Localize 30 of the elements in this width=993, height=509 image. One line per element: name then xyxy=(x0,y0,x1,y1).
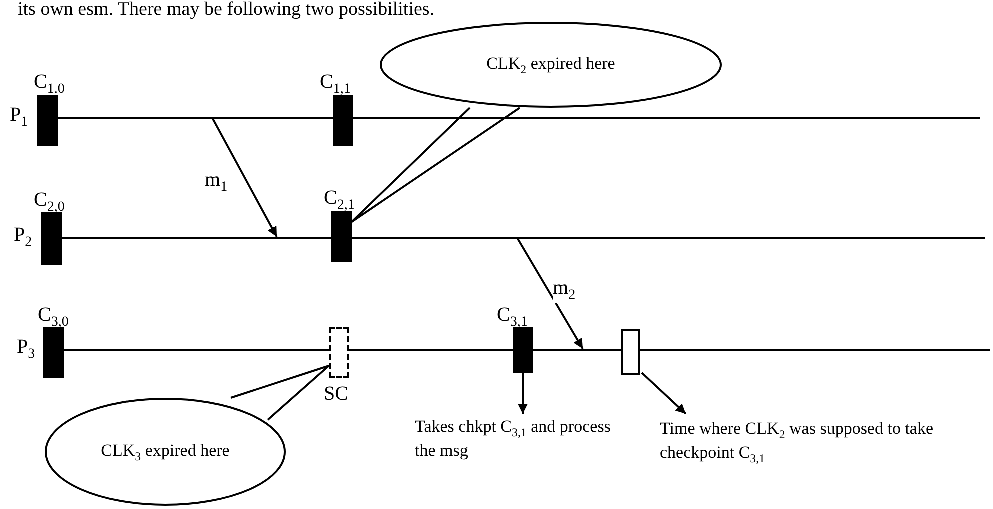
process-label: P$_{1}$ xyxy=(10,105,28,130)
arrow xyxy=(212,118,278,238)
checkpoint-bar xyxy=(37,95,58,146)
checkpoint-bar xyxy=(43,327,64,378)
checkpoint-bar xyxy=(331,211,352,262)
body-text: its own esm. There may be following two possibilities. xyxy=(18,0,435,19)
annotation-text: Takes chkpt C$_{3,1}$ and process the msg xyxy=(415,416,612,462)
checkpoint-label: C$_{3,0}$ xyxy=(38,305,69,330)
checkpoint-bar xyxy=(513,327,533,373)
checkpoint-box xyxy=(621,329,640,375)
checkpoint-label: C$_{1,1}$ xyxy=(320,72,351,97)
checkpoint-label: C$_{3,1}$ xyxy=(497,305,528,330)
checkpoint-label: C$_{1.0}$ xyxy=(34,72,65,97)
process-timeline xyxy=(64,349,990,351)
process-timeline xyxy=(58,117,980,119)
checkpoint-label: SC xyxy=(324,384,348,404)
process-label: P$_{3}$ xyxy=(17,337,36,362)
checkpoint-bar xyxy=(41,212,62,265)
annotation-text: Time where CLK$_{2}$ was supposed to take checkpoint C$_{3,1}$ xyxy=(660,418,935,467)
arrow xyxy=(517,238,584,350)
callout-text: CLK$_{3}$ expired here xyxy=(101,440,230,464)
checkpoint-label: C$_{2,0}$ xyxy=(34,190,65,215)
process-label: P$_{2}$ xyxy=(14,225,32,250)
checkpoint-bar xyxy=(333,95,353,146)
callout-text: CLK$_{2}$ expired here xyxy=(486,52,616,78)
process-timeline xyxy=(62,237,985,239)
arrow xyxy=(518,373,528,414)
arrow xyxy=(641,372,687,415)
checkpoint-box xyxy=(329,327,349,378)
checkpoint-label: C$_{2,1}$ xyxy=(324,188,355,213)
